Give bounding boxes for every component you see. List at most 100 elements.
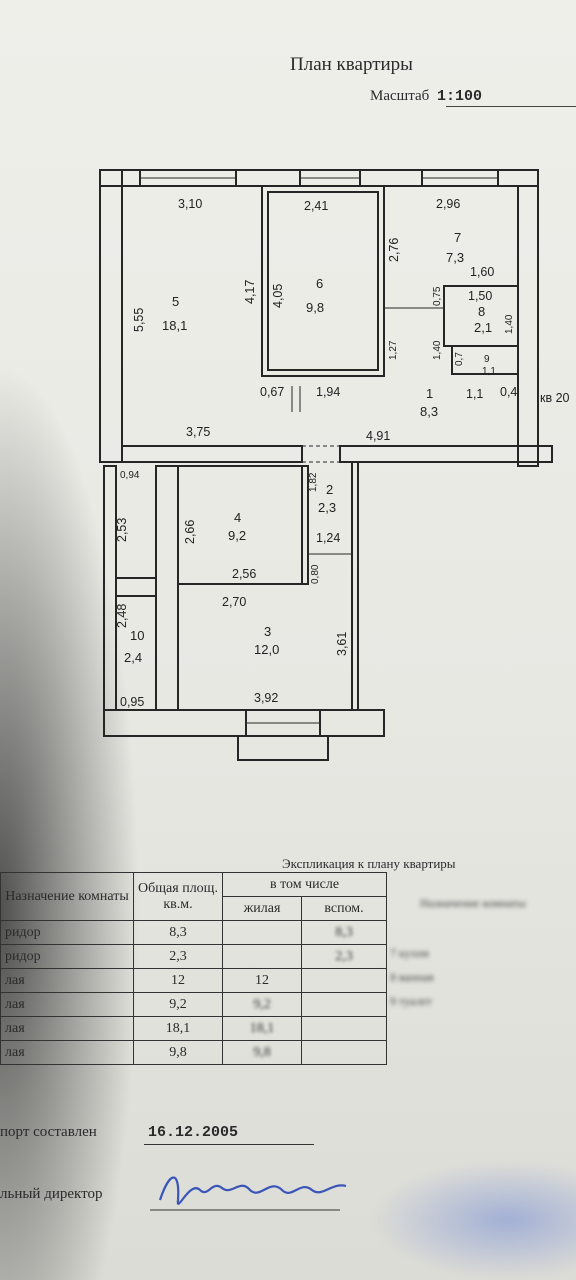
row-name: лая bbox=[0, 1040, 134, 1065]
row-aux bbox=[301, 968, 387, 993]
room-number: 7 bbox=[454, 230, 461, 245]
row-name: лая bbox=[0, 1016, 134, 1041]
row-aux: 2,3 bbox=[301, 944, 387, 969]
compiled-label: порт составлен bbox=[0, 1124, 97, 1140]
dim-label: 1,24 bbox=[316, 531, 340, 545]
room-area: 7,3 bbox=[446, 250, 464, 265]
dim-label: 4,91 bbox=[366, 429, 390, 443]
room-number: 3 bbox=[264, 624, 271, 639]
dim-label: 2,76 bbox=[387, 238, 401, 262]
row-aux: 8,3 bbox=[301, 920, 387, 945]
room-6-inner bbox=[267, 191, 379, 371]
row-living: 12 bbox=[222, 968, 302, 993]
floor-plan: 3,10 2,41 2,96 2,76 5,55 4,17 4,05 1,60 … bbox=[99, 169, 570, 761]
dim-label: 1,94 bbox=[316, 385, 340, 399]
dim-label: 1,60 bbox=[470, 265, 494, 279]
row-aux bbox=[301, 1040, 387, 1065]
dim-label: 0,75 bbox=[432, 286, 443, 306]
south-wall bbox=[103, 709, 385, 737]
dim-label: 5,55 bbox=[132, 308, 146, 332]
row-living: 9,8 bbox=[222, 1040, 302, 1065]
room-area: 8,3 bbox=[420, 404, 438, 419]
room-number: 1 bbox=[426, 386, 433, 401]
row-total: 9,2 bbox=[133, 992, 223, 1017]
dim-label: 2,53 bbox=[115, 518, 129, 542]
compiled-line: порт составлен 16.12.2005 bbox=[0, 1124, 314, 1145]
scale-value: 1:100 bbox=[436, 88, 482, 105]
dim-label: 1,1 bbox=[466, 387, 483, 401]
row-aux bbox=[301, 992, 387, 1017]
east-wall-lower bbox=[351, 461, 359, 711]
room-area: 12,0 bbox=[254, 642, 279, 657]
plan-title: План квартиры bbox=[290, 54, 413, 75]
compiled-date: 16.12.2005 bbox=[148, 1124, 239, 1141]
room-number: 5 bbox=[172, 294, 179, 309]
dim-label: 4,17 bbox=[243, 280, 257, 304]
header-including: в том числе bbox=[222, 872, 387, 897]
room-number: 9 bbox=[484, 354, 490, 365]
wall-segment-kitchen-south bbox=[339, 445, 553, 463]
scale-label: Масштаб bbox=[370, 88, 430, 104]
table-row: лая 18,1 18,1 bbox=[0, 1016, 387, 1041]
row-name: ридор bbox=[0, 920, 134, 945]
table-header-row: Назначение комнаты Общая площ. кв.м. в т… bbox=[0, 872, 387, 921]
row-total: 8,3 bbox=[133, 920, 223, 945]
room-area: 9,2 bbox=[228, 528, 246, 543]
explication-title: Экспликация к плану квартиры bbox=[282, 856, 456, 871]
room-number: 4 bbox=[234, 510, 241, 525]
blurred-side-table: Назначение комнаты 7 кухня 8 ванная 9 ту… bbox=[384, 876, 576, 1106]
room-9-walls bbox=[451, 345, 519, 375]
room-area: 2,3 bbox=[318, 500, 336, 515]
dim-label: 0,67 bbox=[260, 385, 284, 399]
dim-label: 1,40 bbox=[432, 340, 443, 360]
row-total: 12 bbox=[133, 968, 223, 993]
dim-label: 2,70 bbox=[222, 595, 246, 609]
side-row: 7 кухня bbox=[390, 946, 429, 960]
dim-label: 4,05 bbox=[271, 284, 285, 308]
scale-caption: Масштаб 1:100 bbox=[370, 88, 482, 105]
header-aux: вспом. bbox=[301, 896, 387, 921]
side-header: Назначение комнаты bbox=[420, 896, 526, 910]
dim-label: 1,82 bbox=[308, 472, 319, 492]
dim-label: 2,48 bbox=[115, 604, 129, 628]
room-area: 9,8 bbox=[306, 300, 324, 315]
table-row: лая 12 12 bbox=[0, 968, 387, 993]
dim-label: 3,61 bbox=[335, 632, 349, 656]
signature-icon bbox=[150, 1176, 347, 1211]
room-6-walls bbox=[261, 185, 385, 377]
room-number: 2 bbox=[326, 482, 333, 497]
dim-label: 1,27 bbox=[388, 340, 399, 360]
dim-label: 3,92 bbox=[254, 691, 278, 705]
table-row: лая 9,8 9,8 bbox=[0, 1040, 387, 1065]
table-row: ридор 8,3 8,3 bbox=[0, 920, 387, 945]
table-row: лая 9,2 9,2 bbox=[0, 992, 387, 1017]
scale-underline bbox=[446, 106, 576, 107]
side-row: 8 ванная bbox=[390, 970, 434, 984]
stamp-icon bbox=[370, 1160, 576, 1280]
explication-table: Назначение комнаты Общая площ. кв.м. в т… bbox=[0, 872, 387, 1065]
room-area: 1,1 bbox=[482, 366, 496, 377]
row-living: 18,1 bbox=[222, 1016, 302, 1041]
dim-label: 2,41 bbox=[304, 199, 328, 213]
partition-room10 bbox=[155, 465, 179, 711]
partition-corridor2 bbox=[301, 465, 309, 585]
header-total: Общая площ. кв.м. bbox=[133, 872, 223, 921]
room-area: 18,1 bbox=[162, 318, 187, 333]
row-total: 18,1 bbox=[133, 1016, 223, 1041]
dim-label: 0,95 bbox=[120, 695, 144, 709]
room-number: 6 bbox=[316, 276, 323, 291]
dim-label: 3,10 bbox=[178, 197, 202, 211]
room-area: 2,1 bbox=[474, 320, 492, 335]
dim-label: 1,50 bbox=[468, 289, 492, 303]
neighbor-label: кв 20 bbox=[540, 391, 570, 405]
table-subheader-row: жилая вспом. bbox=[1, 896, 387, 921]
east-wall bbox=[517, 185, 539, 467]
header-living: жилая bbox=[222, 896, 302, 921]
director-label: льный директор bbox=[0, 1186, 103, 1202]
side-row: 9 туалет bbox=[390, 994, 432, 1008]
dim-label: 0,80 bbox=[310, 564, 321, 584]
row-name: ридор bbox=[0, 944, 134, 969]
row-living: 9,2 bbox=[222, 992, 302, 1017]
dim-label: 0,94 bbox=[120, 470, 140, 481]
west-wall-lower bbox=[103, 465, 117, 711]
